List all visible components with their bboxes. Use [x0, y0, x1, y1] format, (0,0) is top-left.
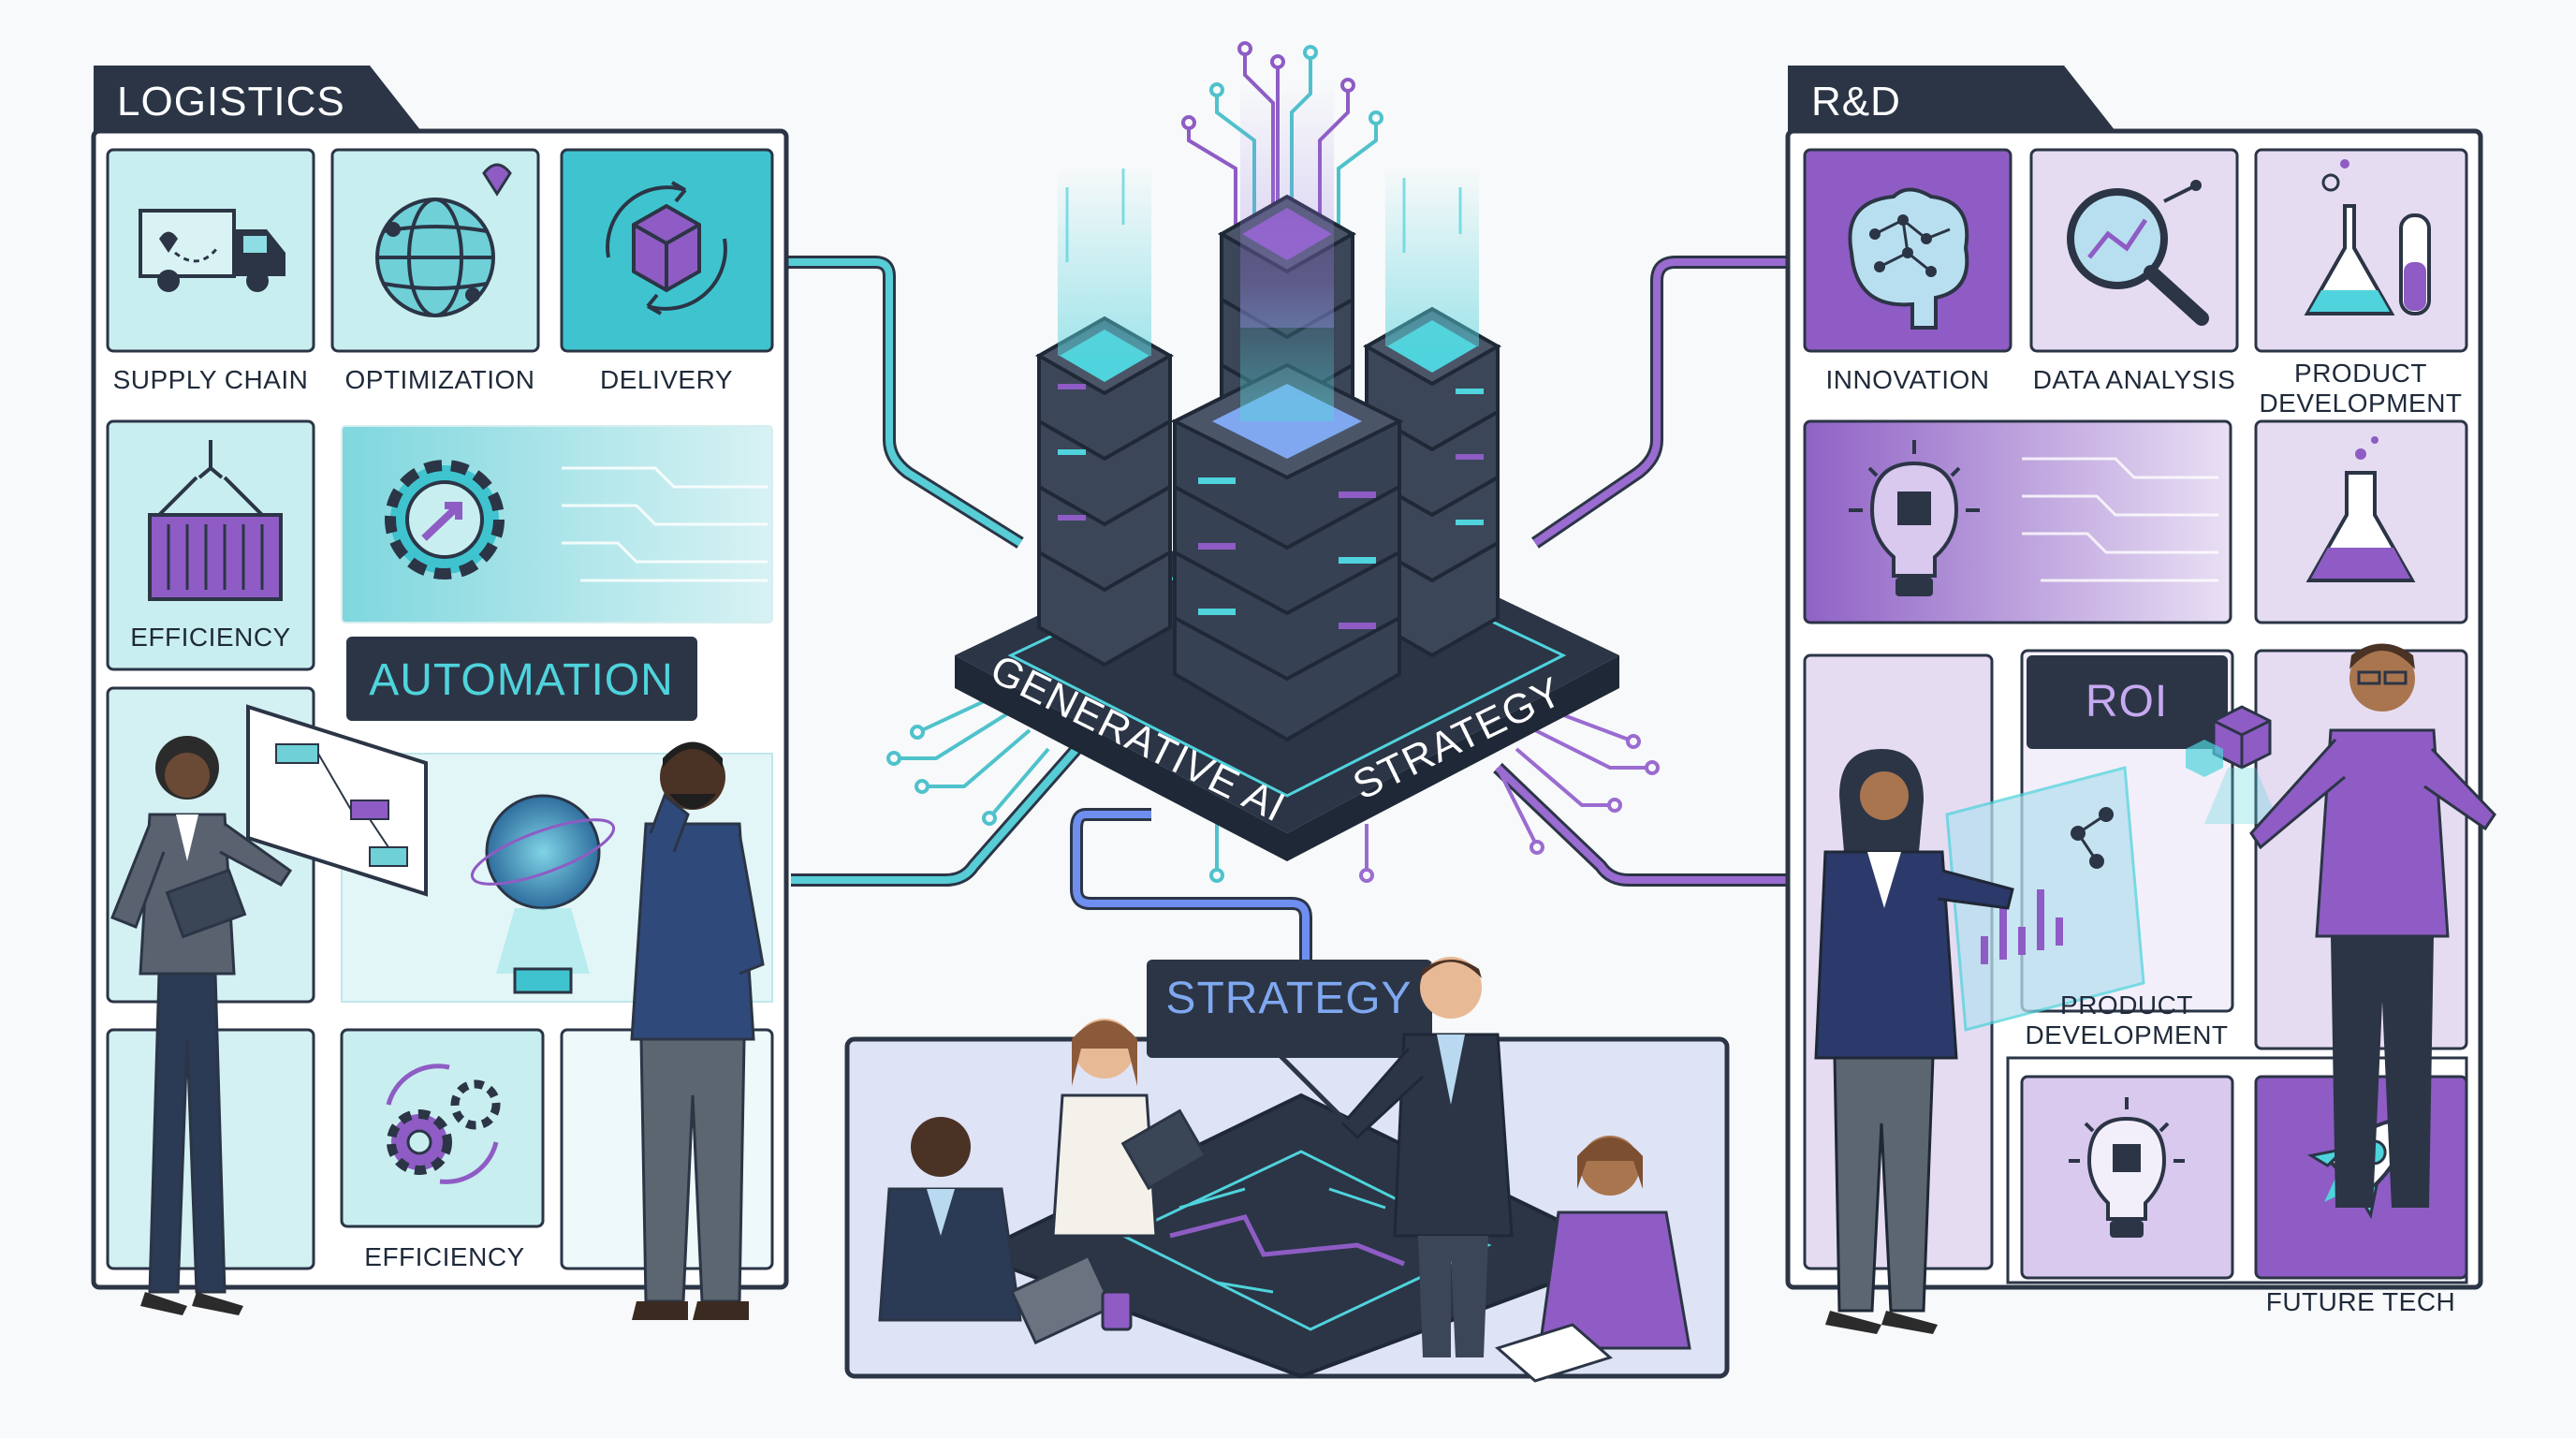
brain-circuit-icon: [1848, 187, 1969, 330]
tile-label-line2: DEVELOPMENT: [2259, 389, 2462, 418]
server-stack-icon: [1034, 84, 1502, 742]
chip-lightbulb-icon: [2069, 1097, 2185, 1238]
tile-label: OPTIMIZATION: [344, 365, 534, 394]
strategy-header: STRATEGY: [1165, 974, 1412, 1023]
person-seated-right: [1494, 1136, 1691, 1383]
tile-label: DATA ANALYSIS: [2033, 365, 2236, 394]
automation-tag: [346, 637, 697, 721]
logistics-header-tab: [94, 66, 421, 131]
tile-data-analysis: DATA ANALYSIS: [2029, 148, 2239, 394]
person-seated-woman: [1051, 1019, 1208, 1238]
roi-label: ROI: [2086, 677, 2168, 726]
connector-rnd-bottom: [1493, 762, 1788, 887]
shipping-container-icon: [148, 440, 283, 601]
magnifier-chart-icon: [2067, 180, 2209, 326]
chip-lightbulb-icon: [1849, 440, 1980, 596]
tile-label: FUTURE TECH: [2266, 1287, 2456, 1316]
whiteboard: [246, 704, 428, 897]
tile-chip-lightbulb-small: [2020, 1075, 2234, 1280]
logistics-panel: LOGISTICS SUPPLY CHAIN: [91, 66, 789, 1320]
tile-label-line1: PRODUCT: [2294, 359, 2427, 388]
tile-efficiency-gears: EFFICIENCY: [340, 1028, 545, 1271]
tile-label: SUPPLY CHAIN: [113, 365, 309, 394]
person-man-rnd: [2249, 643, 2496, 1208]
gear-arrow-icon: [385, 460, 505, 580]
tile-automation: AUTOMATION: [341, 425, 773, 721]
tile-supply-chain: SUPPLY CHAIN: [106, 148, 315, 394]
tile-product-development-1: PRODUCT DEVELOPMENT: [2254, 148, 2468, 418]
person-seated-left: [878, 1117, 1114, 1345]
tile-label: EFFICIENCY: [130, 623, 290, 652]
truck-icon: [139, 209, 285, 292]
person-man-logistics: [630, 741, 765, 1320]
logistics-header: LOGISTICS: [117, 79, 345, 125]
rnd-header: R&D: [1811, 79, 1901, 125]
tile-flask: [2254, 419, 2468, 624]
tile-chip-lightbulb-wide: [1803, 419, 2232, 624]
tile-label: INNOVATION: [1825, 365, 1989, 394]
tile-efficiency-container: EFFICIENCY: [106, 419, 315, 671]
tile-label-line1: PRODUCT: [2060, 990, 2193, 1020]
person-woman-hijab: [1814, 749, 2014, 1334]
flask-icon: [2305, 436, 2416, 582]
tile-label: EFFICIENCY: [364, 1242, 524, 1271]
rnd-panel: R&D INNOVATION DATA ANALYSIS: [1785, 66, 2496, 1334]
gears-cycle-icon: [386, 1064, 501, 1184]
lab-flasks-icon: [2304, 159, 2431, 315]
tile-delivery: DELIVERY: [560, 148, 774, 394]
generative-ai-hub: GENERATIVE AI STRATEGY: [955, 84, 1619, 861]
tile-innovation: INNOVATION: [1803, 148, 2012, 394]
person-presenter: [1257, 957, 1514, 1357]
tile-label: DELIVERY: [600, 365, 733, 394]
strategy-panel: STRATEGY: [844, 957, 1730, 1383]
connector-logistics-top: [786, 256, 1024, 549]
roi-tag: [2027, 655, 2228, 749]
package-cycle-icon: [606, 181, 727, 315]
globe-network-icon: [375, 163, 512, 317]
rnd-header-tab: [1788, 66, 2115, 131]
tile-optimization: OPTIMIZATION: [330, 148, 540, 394]
connector-rnd-top: [1531, 256, 1788, 549]
coffee-mug: [1101, 1290, 1133, 1331]
hologram-globe-icon: [470, 794, 616, 994]
automation-label: AUTOMATION: [369, 655, 674, 705]
tile-product-development-2: PRODUCT DEVELOPMENT: [1945, 766, 2228, 1049]
hologram-cube-icon: [2186, 705, 2279, 824]
tile-label-line2: DEVELOPMENT: [2025, 1020, 2228, 1049]
person-woman-logistics: [110, 736, 293, 1315]
